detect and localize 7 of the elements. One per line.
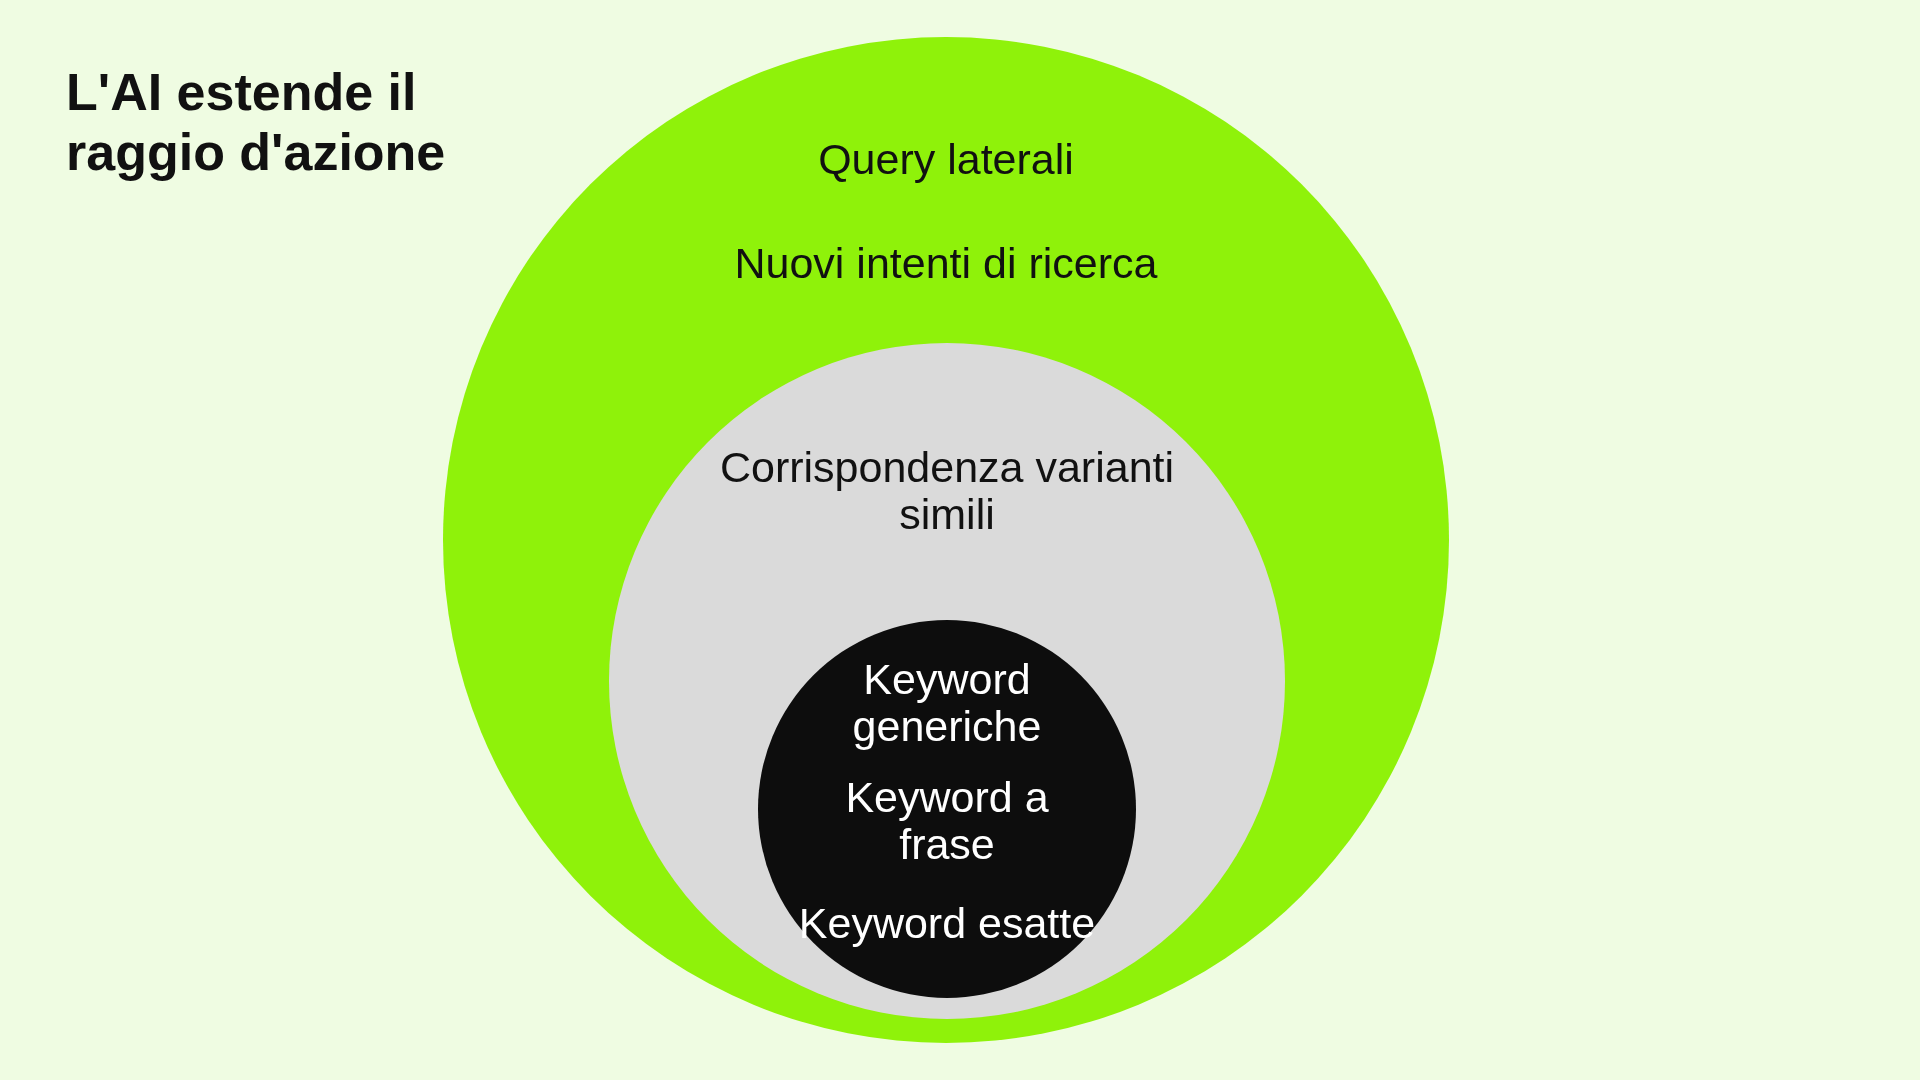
circle-label: Keyword esatte <box>797 899 1097 947</box>
circle-label: Query laterali <box>817 135 1075 183</box>
circle-label: Nuovi intenti di ricerca <box>733 239 1159 287</box>
title: L'AI estende il raggio d'azione <box>66 62 447 182</box>
circle-label: Keyword generiche <box>851 656 1043 750</box>
circle-label: Corrispondenza varianti simili <box>718 444 1176 538</box>
circle-label: Keyword a frase <box>844 774 1050 868</box>
